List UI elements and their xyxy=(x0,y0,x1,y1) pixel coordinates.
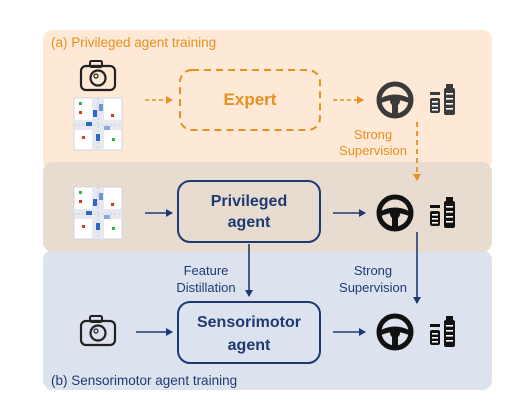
birds-eye-map-icon xyxy=(73,186,123,240)
expert-box xyxy=(179,69,321,131)
panel-b-title: (b) Sensorimotor agent training xyxy=(51,373,237,388)
panel-a-title: (a) Privileged agent training xyxy=(51,35,216,50)
strong-supervision-bottom-line2: Supervision xyxy=(339,280,407,295)
privileged-agent-box xyxy=(177,180,321,243)
strong-supervision-top-line1: Strong xyxy=(354,127,392,142)
sensorimotor-agent-label-line2: agent xyxy=(228,337,271,354)
expert-label: Expert xyxy=(224,90,277,109)
sensorimotor-agent-label-line1: Sensorimotor xyxy=(197,314,301,331)
panel-privileged-training xyxy=(43,30,492,170)
panel-sensorimotor-training xyxy=(43,250,492,390)
feature-distillation-line1: Feature xyxy=(184,263,229,278)
strong-supervision-bottom-line1: Strong xyxy=(354,263,392,278)
privileged-agent-label-line2: agent xyxy=(228,214,271,231)
panel-shared-stage xyxy=(43,162,492,252)
sensorimotor-agent-box xyxy=(177,301,321,364)
strong-supervision-top-line2: Supervision xyxy=(339,143,407,158)
privileged-agent-label-line1: Privileged xyxy=(211,193,287,210)
birds-eye-map-icon xyxy=(73,97,123,151)
feature-distillation-line2: Distillation xyxy=(176,280,235,295)
